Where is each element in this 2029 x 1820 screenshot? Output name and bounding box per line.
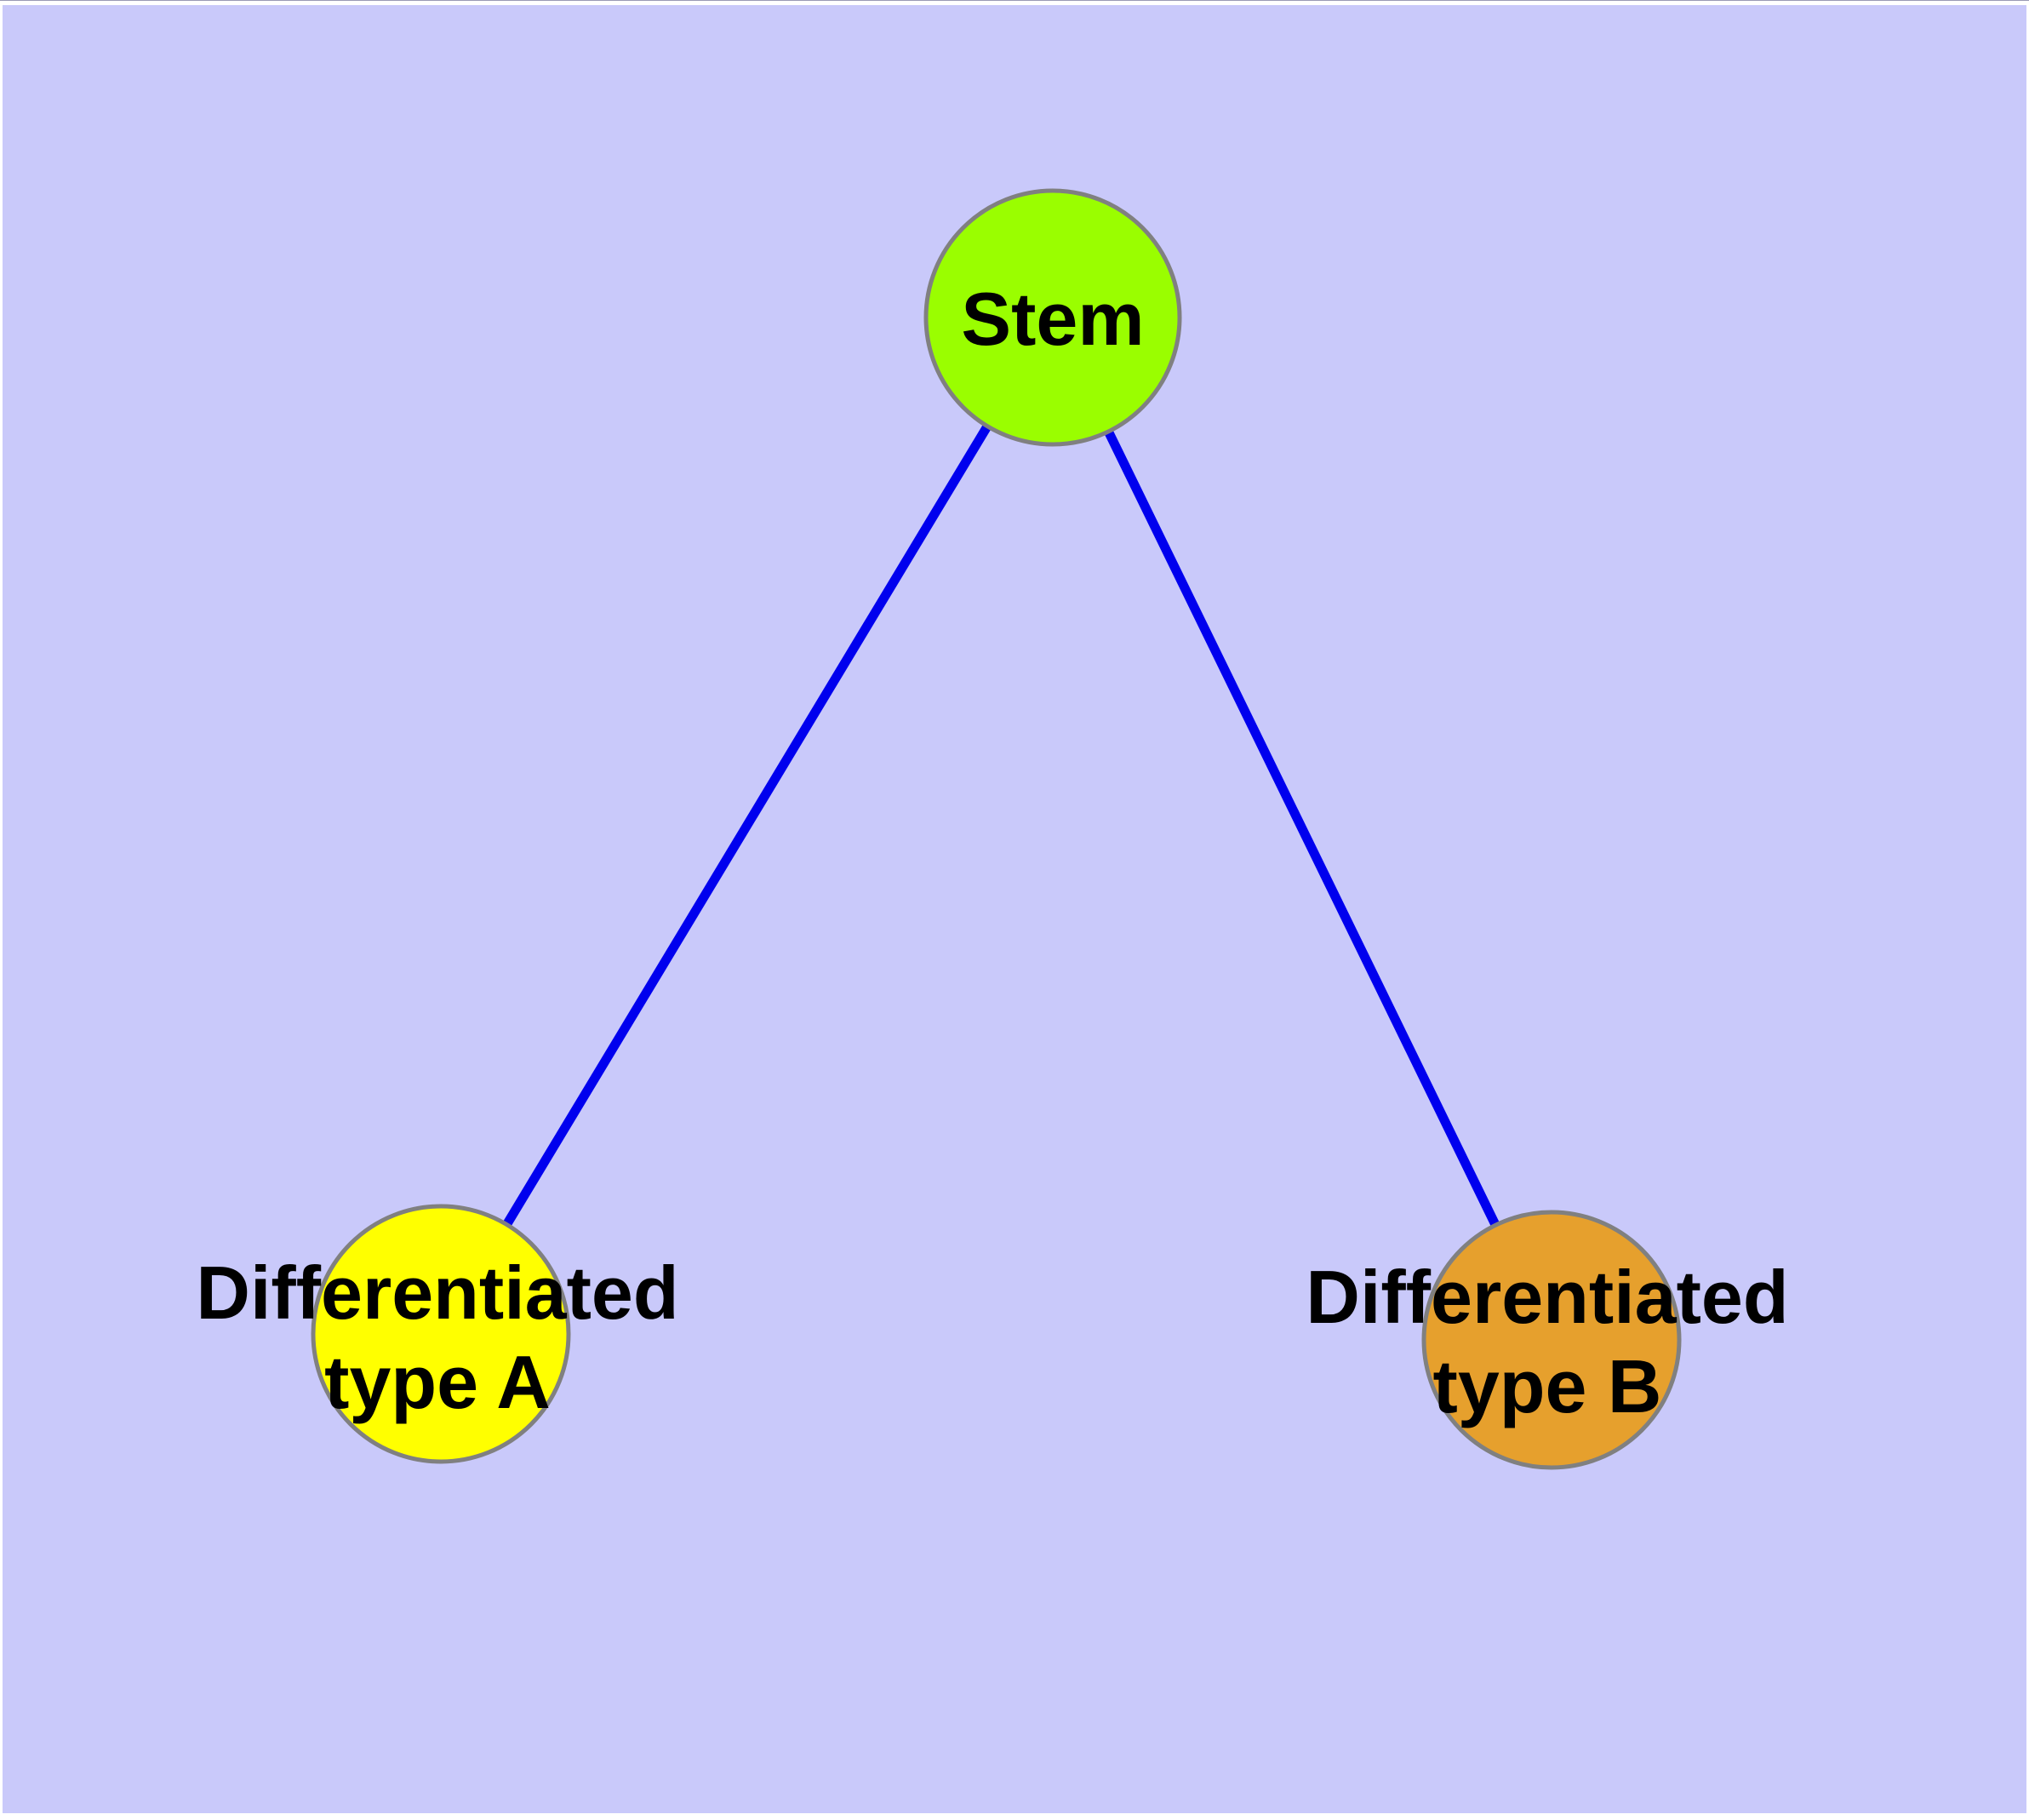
node-type-a-label-line1: Differentiated (196, 1251, 678, 1335)
node-stem-label: Stem (961, 277, 1144, 361)
node-type-b-label-line1: Differentiated (1306, 1255, 1788, 1339)
node-type-b-circle (1421, 1210, 1682, 1470)
node-stem-circle (923, 188, 1182, 447)
edge-stem-to-type-b (1049, 315, 1556, 1342)
node-type-a-label-line2: type A (324, 1340, 551, 1424)
edge-stem-to-type-a (437, 315, 1057, 1336)
node-type-a-circle (311, 1204, 571, 1464)
node-type-b-label-line2: type B (1433, 1344, 1662, 1428)
